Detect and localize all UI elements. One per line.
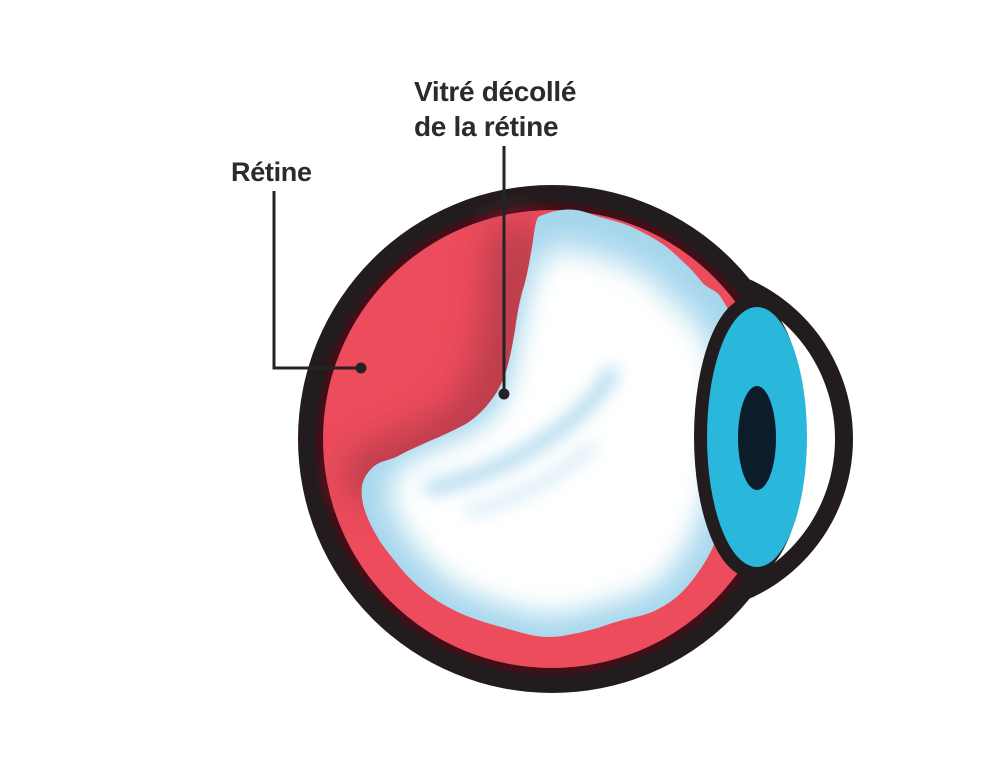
vitreous-swirl-2 (465, 441, 597, 517)
pupil (738, 386, 776, 490)
label-retina: Rétine (231, 157, 312, 187)
leader-dot-retina (355, 362, 367, 374)
leader-dot-vitreous (498, 388, 510, 400)
vitreous-inner-glow (388, 247, 716, 615)
label-vitreous-line1: Vitré décollé (414, 76, 577, 107)
label-vitreous-line2: de la rétine (414, 111, 559, 142)
label-vitreous: Vitré décollé de la rétine (414, 74, 576, 144)
vitreous-swirl (424, 366, 619, 496)
leader-line-retina (272, 191, 356, 370)
